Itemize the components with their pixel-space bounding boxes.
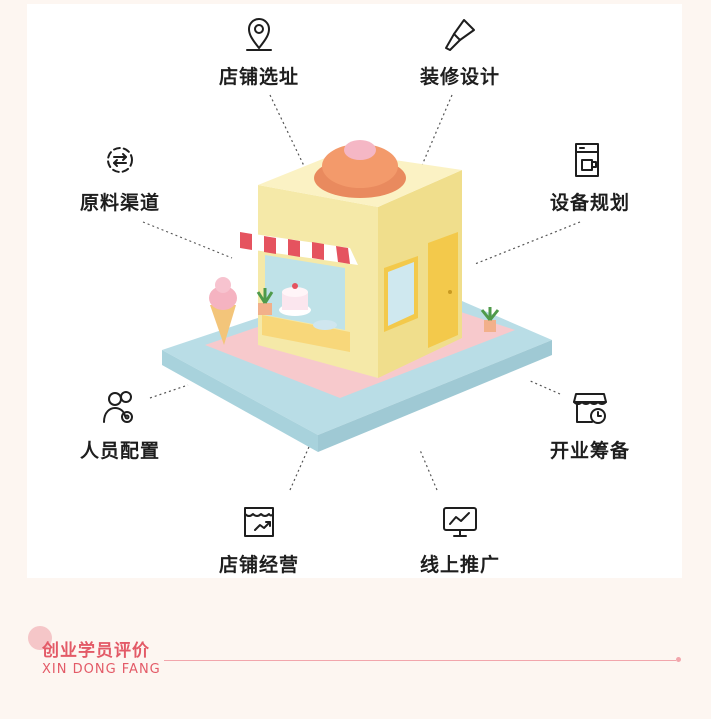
feature-store-location: 店铺选址 [199, 12, 319, 89]
feature-raw-materials: 原料渠道 [60, 138, 180, 215]
decorative-dot [28, 626, 52, 650]
feature-label: 线上推广 [419, 554, 500, 576]
feature-label: 装修设计 [419, 66, 500, 88]
feature-store-operation: 店铺经营 [199, 500, 319, 577]
location-pin-icon [237, 12, 281, 56]
feature-staffing: 人员配置 [60, 386, 180, 463]
testimonials-header: 创业学员评价 XIN DONG FANG [0, 600, 711, 719]
paint-brush-icon [438, 12, 482, 56]
divider-line [164, 660, 676, 661]
section-subtitle: XIN DONG FANG [42, 662, 161, 677]
storefront-clock-icon [568, 386, 612, 430]
monitor-chart-icon [438, 500, 482, 544]
divider-end-dot [676, 657, 681, 662]
feature-label: 店铺选址 [218, 66, 299, 88]
team-gear-icon [98, 386, 142, 430]
section-title: 创业学员评价 [42, 641, 150, 661]
feature-online-promotion: 线上推广 [400, 500, 520, 577]
shop-trend-icon [237, 500, 281, 544]
feature-label: 原料渠道 [79, 192, 160, 214]
feature-label: 开业筹备 [549, 440, 630, 462]
feature-decoration-design: 装修设计 [400, 12, 520, 89]
supply-cycle-icon [98, 138, 142, 182]
feature-label: 设备规划 [549, 192, 630, 214]
feature-label: 人员配置 [79, 440, 160, 462]
feature-label: 店铺经营 [218, 554, 299, 576]
feature-equipment-planning: 设备规划 [530, 138, 650, 215]
feature-opening-prep: 开业筹备 [530, 386, 650, 463]
coffee-machine-icon [568, 138, 612, 182]
